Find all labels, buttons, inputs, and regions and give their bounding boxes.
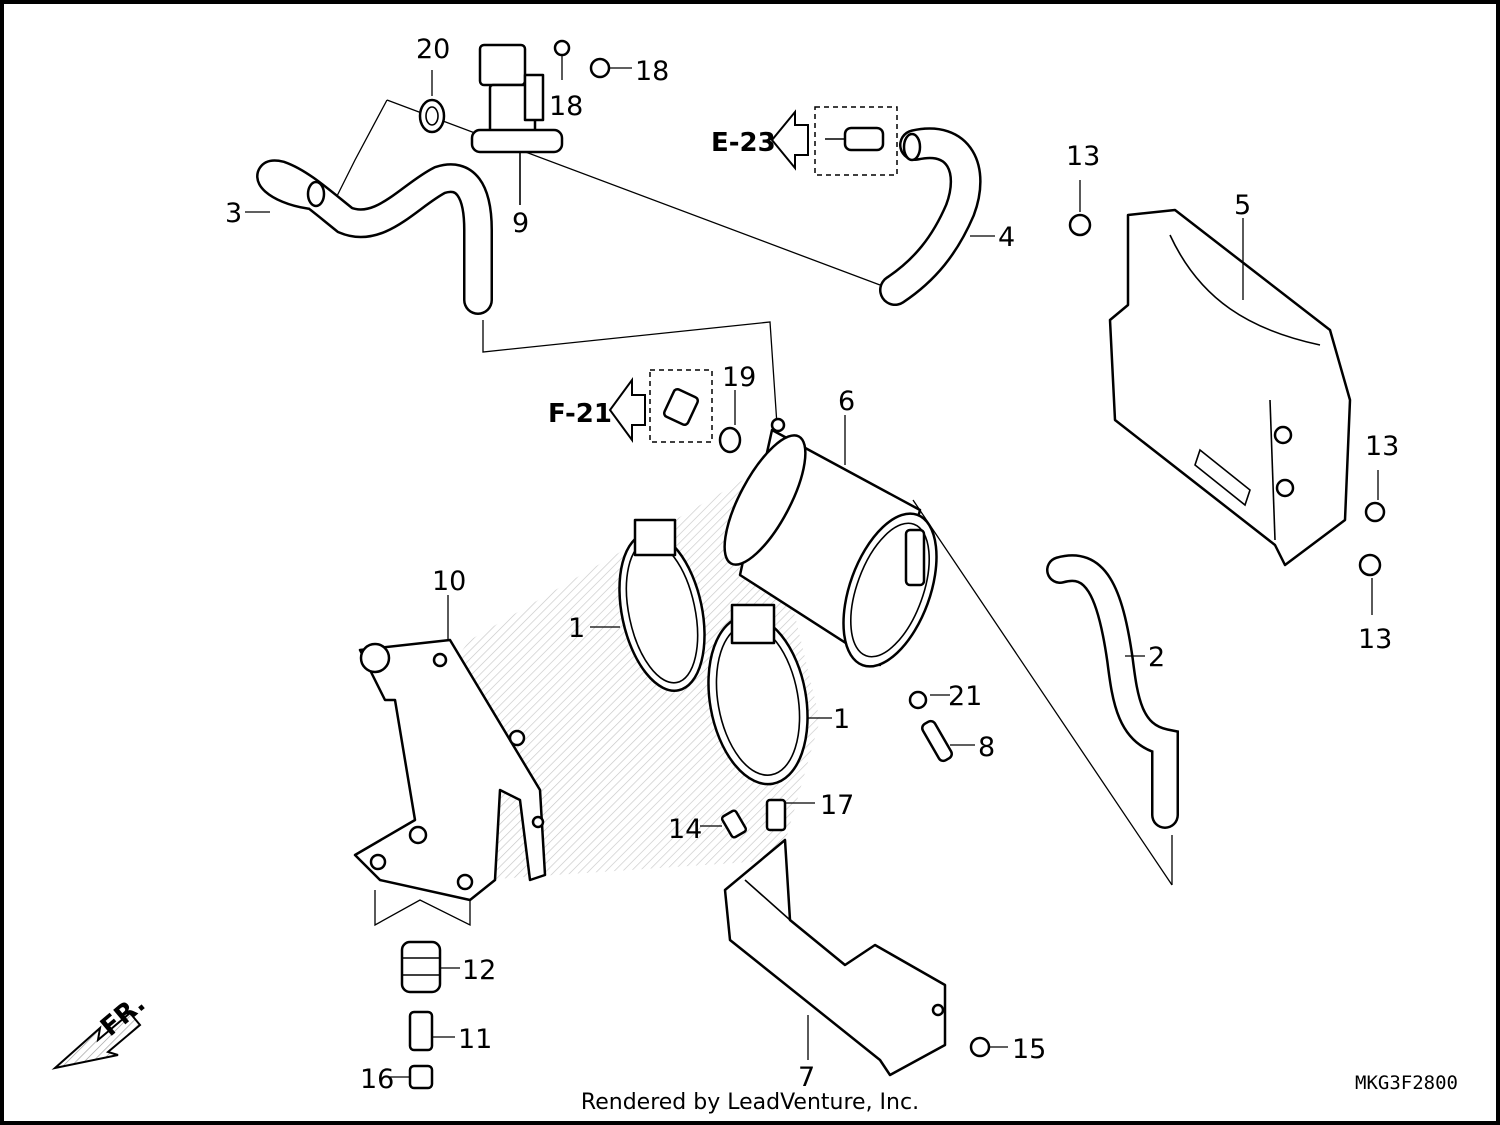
- callout-8: 8: [978, 732, 995, 763]
- callout-7: 7: [798, 1062, 815, 1093]
- callout-17: 17: [820, 790, 854, 821]
- part-13-bolt-c[interactable]: [1358, 553, 1382, 615]
- part-1-band-upper[interactable]: [590, 518, 718, 699]
- callout-18: 18: [549, 91, 583, 122]
- ref-e23-group: [770, 106, 898, 176]
- part-1-band-lower[interactable]: [696, 603, 832, 792]
- callout-18: 18: [635, 56, 669, 87]
- part-19-fitting[interactable]: [718, 390, 742, 454]
- part-18-screw-b[interactable]: [589, 57, 632, 79]
- callout-12: 12: [462, 955, 496, 986]
- callout-11: 11: [458, 1024, 492, 1055]
- ref-f21-group: [608, 369, 713, 444]
- callout-1: 1: [568, 613, 585, 644]
- footer-credit: Rendered by LeadVenture, Inc.: [580, 1090, 920, 1115]
- part-10-bracket[interactable]: [353, 595, 547, 902]
- callout-19: 19: [722, 362, 756, 393]
- callout-2: 2: [1148, 642, 1165, 673]
- callout-16: 16: [360, 1064, 394, 1095]
- callout-13: 13: [1066, 141, 1100, 172]
- part-13-bolt-b[interactable]: [1364, 470, 1386, 523]
- callout-6: 6: [838, 386, 855, 417]
- callout-4: 4: [998, 222, 1015, 253]
- part-7-lower-cover[interactable]: [723, 838, 947, 1077]
- callout-3: 3: [225, 198, 242, 229]
- part-21-clip[interactable]: [908, 690, 950, 710]
- part-2-hose[interactable]: [1046, 554, 1179, 829]
- callout-10: 10: [432, 566, 466, 597]
- callout-5: 5: [1234, 190, 1251, 221]
- ref-e23-label: E-23: [711, 128, 776, 158]
- callout-13: 13: [1365, 431, 1399, 462]
- part-20-clamp[interactable]: [418, 70, 446, 134]
- callout-14: 14: [668, 814, 702, 845]
- part-15-screw[interactable]: [969, 1036, 1008, 1058]
- part-3-hose[interactable]: [245, 159, 493, 315]
- part-13-bolt-a[interactable]: [1068, 180, 1092, 237]
- fr-direction-arrow: [51, 1011, 142, 1070]
- part-8-fitting[interactable]: [920, 719, 975, 763]
- callout-15: 15: [1012, 1034, 1046, 1065]
- ref-f21-arrow: [608, 376, 646, 444]
- callout-13: 13: [1358, 624, 1392, 655]
- diagram-code: MKG3F2800: [1355, 1072, 1458, 1094]
- part-12-damper[interactable]: [400, 940, 460, 994]
- part-5-cover[interactable]: [1108, 208, 1352, 567]
- callout-21: 21: [948, 681, 982, 712]
- part-17-grommet[interactable]: [765, 798, 815, 832]
- ref-e23-arrow: [770, 109, 809, 171]
- ref-f21-label: F-21: [548, 399, 612, 429]
- part-4-hose[interactable]: [879, 127, 995, 306]
- part-16-nut[interactable]: [390, 1064, 434, 1090]
- callout-labels: 1 1 2 3 4 5 6 7 8 9 10 11 12 13 13 13 14…: [95, 34, 1399, 1095]
- callout-20: 20: [416, 34, 450, 65]
- part-11-collar[interactable]: [408, 1010, 455, 1052]
- part-9-valve[interactable]: [470, 43, 564, 205]
- callout-1: 1: [833, 704, 850, 735]
- part-18-screw-a[interactable]: [553, 39, 571, 80]
- part-6-canister[interactable]: [709, 415, 955, 679]
- part-14-bolt[interactable]: [700, 809, 748, 839]
- leader-lines: [329, 99, 1173, 927]
- callout-9: 9: [512, 208, 529, 239]
